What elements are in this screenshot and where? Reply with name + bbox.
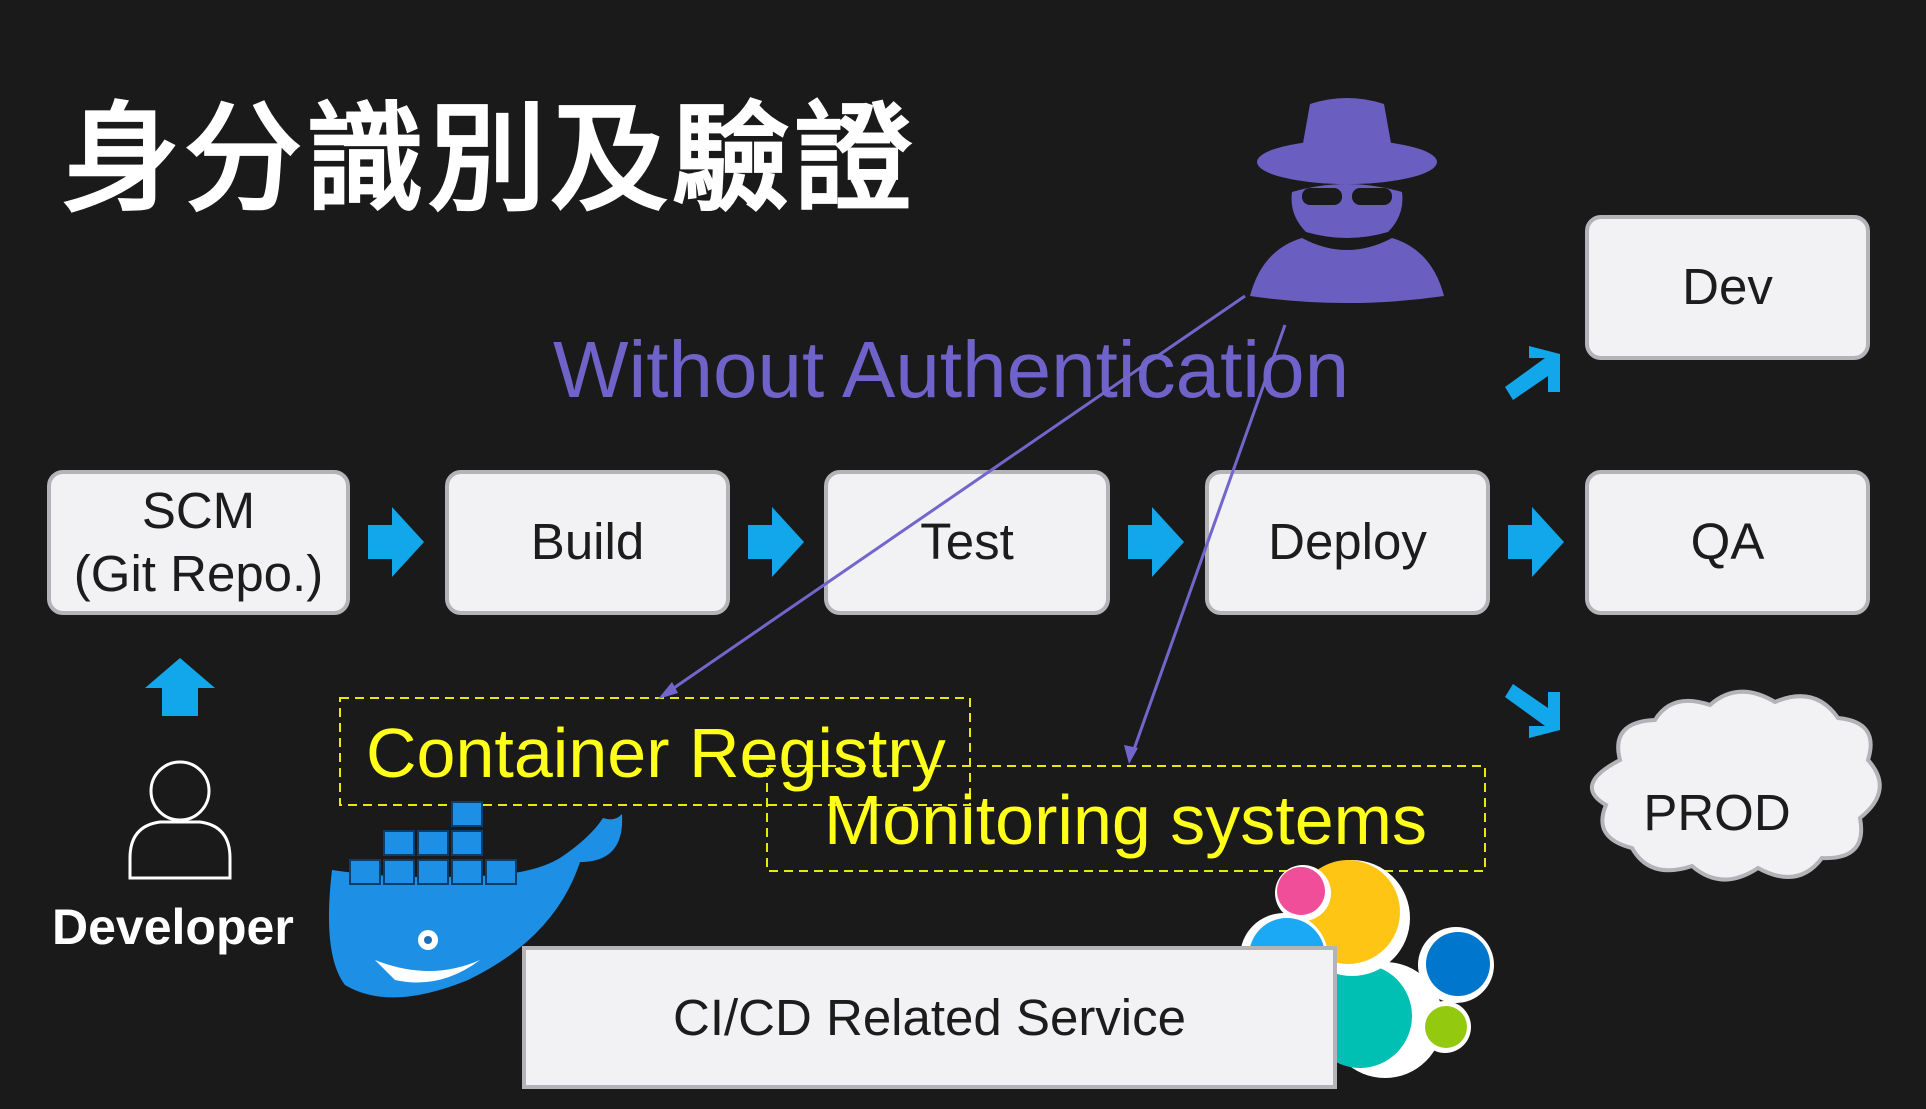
dev-label: Dev [1682,258,1773,316]
hacker-icon [1250,98,1444,303]
scm-label: SCM (Git Repo.) [73,482,324,602]
dev-box[interactable]: Dev [1585,215,1870,360]
arrow-diagonal-up-icon [1505,346,1560,400]
arrow-diagonal-down-icon [1505,684,1560,738]
arrow-right-icon [1128,507,1184,577]
arrow-up-icon [145,658,215,716]
build-label: Build [530,513,645,571]
docker-whale-logo [328,801,623,998]
prod-label: PROD [1643,784,1791,841]
test-label: Test [920,513,1014,571]
without-authentication-label: Without Authentication [553,325,1350,414]
test-box[interactable]: Test [824,470,1110,615]
cloud-shape [1589,689,1882,882]
scm-box[interactable]: SCM (Git Repo.) [47,470,350,615]
qa-label: QA [1690,513,1765,571]
cicd-service-label: CI/CD Related Service [672,989,1186,1046]
build-box[interactable]: Build [445,470,730,615]
arrow-right-icon [1508,507,1564,577]
deploy-box[interactable]: Deploy [1205,470,1490,615]
arrow-right-icon [748,507,804,577]
developer-icon [128,760,232,880]
developer-label: Developer [52,899,294,955]
qa-box[interactable]: QA [1585,470,1870,615]
container-registry-label: Container Registry [366,714,946,792]
monitoring-systems-label: Monitoring systems [824,781,1427,859]
cicd-service-box[interactable]: CI/CD Related Service [522,946,1337,1089]
deploy-label: Deploy [1268,513,1427,571]
slide-title: 身分識別及驗證 [62,90,917,228]
arrow-right-icon [368,507,424,577]
